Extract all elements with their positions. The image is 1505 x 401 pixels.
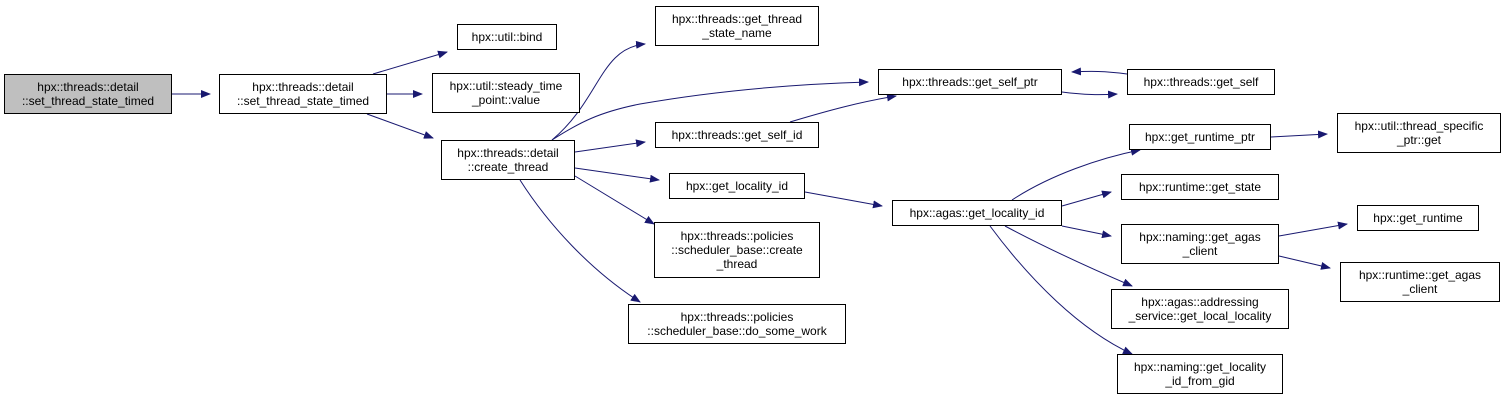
graph-node-label: hpx::util::steady_time <box>449 79 563 93</box>
graph-node-label: _ptr::get <box>1396 133 1442 147</box>
graph-node-n8[interactable]: hpx::threads::get_self_id <box>655 122 819 148</box>
graph-node-n7[interactable]: hpx::threads::get_self <box>1127 69 1275 95</box>
graph-node-n16[interactable]: hpx::runtime::get_agas_client <box>1340 262 1500 302</box>
graph-node-label: hpx::threads::policies <box>680 229 794 243</box>
graph-node-n10[interactable]: hpx::agas::get_locality_id <box>892 200 1062 226</box>
graph-node-label: _thread <box>716 257 758 271</box>
graph-node-n17[interactable]: hpx::agas::addressing_service::get_local… <box>1111 289 1289 329</box>
graph-node-label: hpx::runtime::get_state <box>1138 180 1262 194</box>
edge-n10-n11 <box>1011 147 1141 201</box>
graph-node-label: ::scheduler_base::do_some_work <box>647 324 827 338</box>
graph-node-n9[interactable]: hpx::get_locality_id <box>669 173 805 199</box>
graph-node-label: hpx::get_runtime <box>1373 211 1463 225</box>
edge-n14-n15 <box>1278 221 1348 237</box>
edge-n6-n7 <box>1061 90 1118 99</box>
edge-n7-n6 <box>1071 67 1128 76</box>
graph-node-n0[interactable]: hpx::threads::detail::set_thread_state_t… <box>4 74 172 114</box>
graph-node-label: hpx::threads::get_thread <box>671 12 803 26</box>
edge-n14-n16 <box>1278 255 1331 270</box>
graph-node-label: hpx::util::thread_specific <box>1354 119 1484 133</box>
graph-node-label: ::set_thread_state_timed <box>21 94 155 108</box>
graph-node-label: hpx::get_runtime_ptr <box>1144 130 1256 144</box>
edge-n10-n13 <box>1061 190 1112 207</box>
graph-node-label: hpx::threads::get_self_ptr <box>902 75 1038 89</box>
graph-node-n18[interactable]: hpx::naming::get_locality_id_from_gid <box>1117 354 1283 394</box>
graph-node-label: ::set_thread_state_timed <box>236 94 370 108</box>
graph-node-label: _state_name <box>702 26 772 40</box>
edge-n4-n19 <box>574 175 655 225</box>
graph-node-n11[interactable]: hpx::get_runtime_ptr <box>1129 124 1271 150</box>
graph-node-n15[interactable]: hpx::get_runtime <box>1357 205 1479 231</box>
edge-n10-n17 <box>1004 225 1133 287</box>
edge-n4-n20 <box>519 179 641 303</box>
edge-n10-n14 <box>1061 225 1112 239</box>
graph-node-n4[interactable]: hpx::threads::detail::create_thread <box>441 140 575 180</box>
graph-node-n5[interactable]: hpx::threads::get_thread_state_name <box>655 6 819 46</box>
graph-node-label: _client <box>1182 244 1218 258</box>
edge-n4-n9 <box>574 167 660 183</box>
graph-node-label: _client <box>1402 282 1438 296</box>
graph-node-label: hpx::runtime::get_agas <box>1358 268 1482 282</box>
graph-node-label: hpx::naming::get_locality <box>1133 360 1267 374</box>
edge-n1-n2 <box>372 50 448 75</box>
graph-node-n6[interactable]: hpx::threads::get_self_ptr <box>878 69 1062 95</box>
edge-n11-n12 <box>1270 130 1328 139</box>
graph-node-n20[interactable]: hpx::threads::policies::scheduler_base::… <box>628 304 846 344</box>
edge-n10-n18 <box>989 225 1133 355</box>
graph-node-n13[interactable]: hpx::runtime::get_state <box>1121 174 1279 200</box>
edge-n4-n8 <box>574 139 646 153</box>
graph-node-label: hpx::threads::get_self_id <box>671 128 803 142</box>
graph-node-label: _service::get_local_locality <box>1128 309 1272 323</box>
edge-n4-n5 <box>551 40 646 141</box>
graph-node-label: hpx::threads::detail <box>37 80 139 94</box>
edge-n4-n6 <box>551 78 869 141</box>
graph-node-n12[interactable]: hpx::util::thread_specific_ptr::get <box>1337 113 1501 153</box>
edge-n8-n6 <box>789 93 897 123</box>
graph-node-label: ::scheduler_base::create <box>671 243 803 257</box>
graph-node-label: hpx::threads::get_self <box>1143 75 1259 89</box>
graph-node-label: hpx::naming::get_agas <box>1139 230 1261 244</box>
graph-node-label: hpx::threads::detail <box>252 80 354 94</box>
graph-node-label: hpx::get_locality_id <box>685 179 789 193</box>
edge-n9-n10 <box>804 191 883 209</box>
graph-node-n19[interactable]: hpx::threads::policies::scheduler_base::… <box>654 222 820 278</box>
graph-node-n1[interactable]: hpx::threads::detail::set_thread_state_t… <box>219 74 387 114</box>
graph-node-n2[interactable]: hpx::util::bind <box>457 24 557 50</box>
graph-node-n3[interactable]: hpx::util::steady_time_point::value <box>432 73 580 113</box>
graph-node-label: _id_from_gid <box>1165 374 1235 388</box>
graph-node-label: hpx::agas::addressing <box>1141 295 1259 309</box>
graph-node-label: hpx::util::bind <box>471 30 543 44</box>
graph-node-label: hpx::agas::get_locality_id <box>909 206 1045 220</box>
graph-node-label: ::create_thread <box>467 160 549 174</box>
graph-node-label: hpx::threads::policies <box>680 310 794 324</box>
graph-node-label: _point::value <box>471 93 541 107</box>
graph-node-label: hpx::threads::detail <box>457 146 559 160</box>
edge-n1-n4 <box>366 113 434 139</box>
graph-node-n14[interactable]: hpx::naming::get_agas_client <box>1121 224 1279 264</box>
